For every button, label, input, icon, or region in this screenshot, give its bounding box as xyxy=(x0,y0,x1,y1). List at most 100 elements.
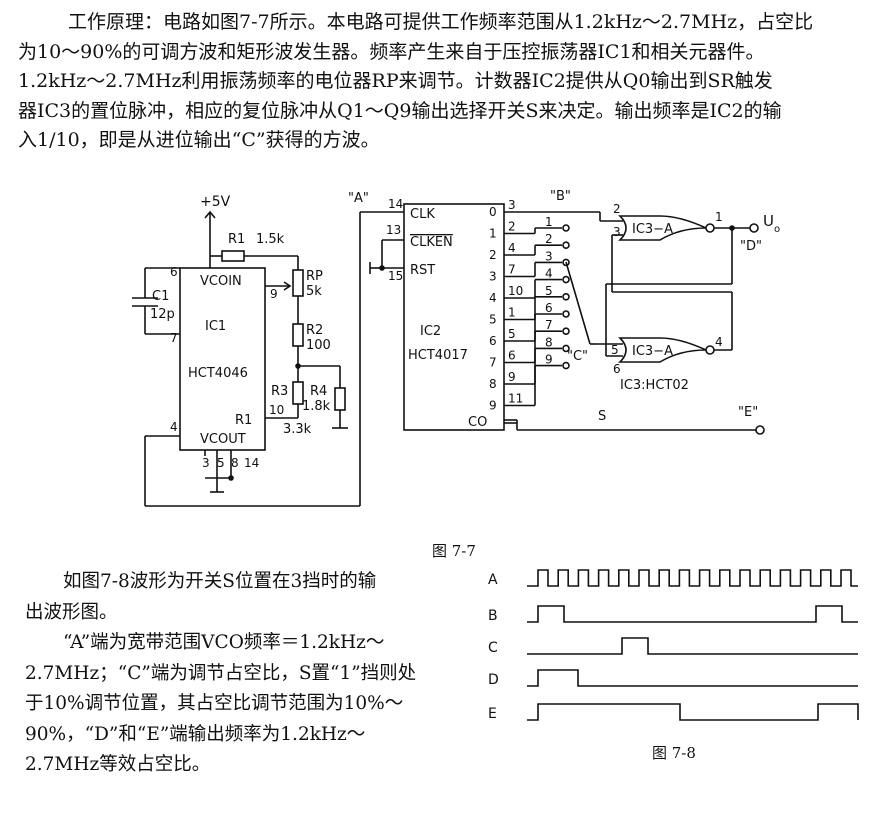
figure-7-8-caption: 图 7-8 xyxy=(652,744,696,762)
r4-resistor xyxy=(334,387,346,411)
ic1-vcout: VCOUT xyxy=(200,432,246,447)
ic2-box xyxy=(403,203,505,431)
switch-contact xyxy=(562,327,570,335)
ic2-name: IC2 xyxy=(420,324,441,339)
ic2-q-label: 9 xyxy=(489,399,497,413)
c1-value: 12p xyxy=(150,307,175,322)
ic1-vcoin: VCOIN xyxy=(200,274,242,289)
switch-contact xyxy=(562,224,570,232)
figure-7-7-caption: 图 7-7 xyxy=(432,542,476,560)
node-a-label: "A" xyxy=(348,191,369,206)
ic2-pin14: 14 xyxy=(388,197,403,211)
ic2-q-pin: 4 xyxy=(508,241,516,255)
ic2-q-pin: 2 xyxy=(508,220,516,234)
ic1-pin9: 9 xyxy=(270,287,278,301)
ic2-q-pin: 10 xyxy=(508,284,523,298)
waveform-label: B xyxy=(488,608,498,624)
ic1-pin7: 7 xyxy=(170,331,178,345)
ic2-part: HCT4017 xyxy=(408,348,468,363)
switch-contact xyxy=(562,258,570,267)
ic2-q-label: 4 xyxy=(489,291,497,305)
switch-contact xyxy=(562,361,570,370)
ic3-part-label: IC3:HCT02 xyxy=(620,378,689,393)
switch-label: S xyxy=(598,409,606,424)
node-d-label: "D" xyxy=(740,239,762,254)
ic2-rst: RST xyxy=(410,263,435,278)
gate-a-pin3: 3 xyxy=(613,225,621,239)
body-line: 如图7-8波形为开关S位置在3挡时的输 xyxy=(63,571,377,592)
ic2-q-pin: 6 xyxy=(508,349,516,363)
waveform-trace xyxy=(527,669,858,687)
switch-contact xyxy=(562,310,570,318)
rp-potentiometer xyxy=(292,269,304,297)
switch-wiper xyxy=(565,261,591,345)
ic2-pin15: 15 xyxy=(388,269,403,283)
output-terminal xyxy=(749,223,759,233)
gate-a-pin2: 2 xyxy=(613,202,621,216)
nor-gate-a xyxy=(618,215,707,241)
gate-a-pin1: 1 xyxy=(715,210,723,224)
ic2-q-pin: 1 xyxy=(508,306,516,320)
ic1-pin6: 6 xyxy=(170,265,178,279)
gate-b-pin4: 4 xyxy=(715,335,723,349)
gate-b-pin6: 6 xyxy=(613,362,621,376)
ic2-q-pin: 9 xyxy=(508,370,516,384)
waveform-trace xyxy=(527,605,858,623)
intro-line: 器IC3的置位脉冲，相应的复位脉冲从Q1～Q9输出选择开关S来决定。输出频率是I… xyxy=(18,99,782,122)
r1-label: R1 xyxy=(228,232,245,247)
ic2-q-label: 8 xyxy=(489,377,497,391)
intro-paragraph: 工作原理：电路如图7-7所示。本电路可提供工作频率范围从1.2kHz～2.7MH… xyxy=(18,8,813,156)
node-e-terminal xyxy=(755,425,765,435)
waveform-trace xyxy=(527,637,858,655)
switch-contact xyxy=(562,241,570,250)
body-line: 出波形图。 xyxy=(25,601,118,623)
body-line: 2.7MHz等效占空比。 xyxy=(25,754,211,775)
gate-a-label: IC3−A xyxy=(632,222,673,237)
r4-label: R4 xyxy=(310,384,327,399)
switch-position-label: 1 xyxy=(545,215,553,229)
ic2-q-pin: 3 xyxy=(508,198,516,212)
waveform-label: A xyxy=(488,572,498,588)
ic2-co: CO xyxy=(468,415,487,430)
gate-b-pin5: 5 xyxy=(611,343,619,357)
ic1-pin5: 5 xyxy=(217,456,225,470)
output-sub: o xyxy=(774,224,780,235)
rp-label: RP xyxy=(306,269,323,284)
ic1-pin8: 8 xyxy=(231,456,239,470)
r3-label: R3 xyxy=(271,384,288,399)
ic2-q-label: 3 xyxy=(489,270,497,284)
switch-contact xyxy=(562,293,570,301)
ic1-pin10: 10 xyxy=(269,403,284,417)
switch-position-label: 3 xyxy=(545,249,553,263)
intro-line: 为10～90%的可调方波和矩形波发生器。频率产生来自于压控振荡器IC1和相关元器… xyxy=(18,40,765,63)
body-line: 2.7MHz；“C”端为调节占空比，S置“1”挡则处 xyxy=(25,662,417,684)
nor-gate-b xyxy=(618,337,707,363)
switch-position-label: 9 xyxy=(545,353,553,367)
ic2-q-label: 6 xyxy=(489,334,497,348)
ic1-pin4: 4 xyxy=(170,420,178,434)
ic1-pin3: 3 xyxy=(202,456,210,470)
switch-position-label: 4 xyxy=(545,267,553,281)
switch-position-label: 8 xyxy=(545,335,553,349)
r3-value: 3.3k xyxy=(283,422,312,437)
switch-position-label: 5 xyxy=(545,284,553,298)
output-label: U xyxy=(763,212,774,230)
ic2-q-label: 0 xyxy=(489,205,497,219)
ic2-q-pin: 11 xyxy=(508,392,523,406)
gate-b-label: IC3−A xyxy=(632,344,673,359)
ic2-q-pin: 7 xyxy=(508,263,516,277)
body-line: 于10%调节位置，其占空比调节范围为10%～ xyxy=(25,693,404,714)
node-e-label: "E" xyxy=(738,405,758,420)
body-line: 90%，“D”和“E”端输出频率为1.2kHz～ xyxy=(25,723,366,745)
ic2-clken: CLKEN xyxy=(410,235,453,250)
ic1-name: IC1 xyxy=(205,319,226,334)
waveform-trace xyxy=(527,569,858,587)
ic2-clk: CLK xyxy=(410,207,435,222)
supply-label: +5V xyxy=(200,194,231,210)
waveform-label: C xyxy=(488,640,498,656)
circuit-schematic: VCOIN IC1 HCT4046 R1 VCOUT 6 7 9 10 4 3 … xyxy=(132,189,780,507)
switch-contact xyxy=(562,275,570,284)
switch-position-label: 6 xyxy=(545,301,553,315)
